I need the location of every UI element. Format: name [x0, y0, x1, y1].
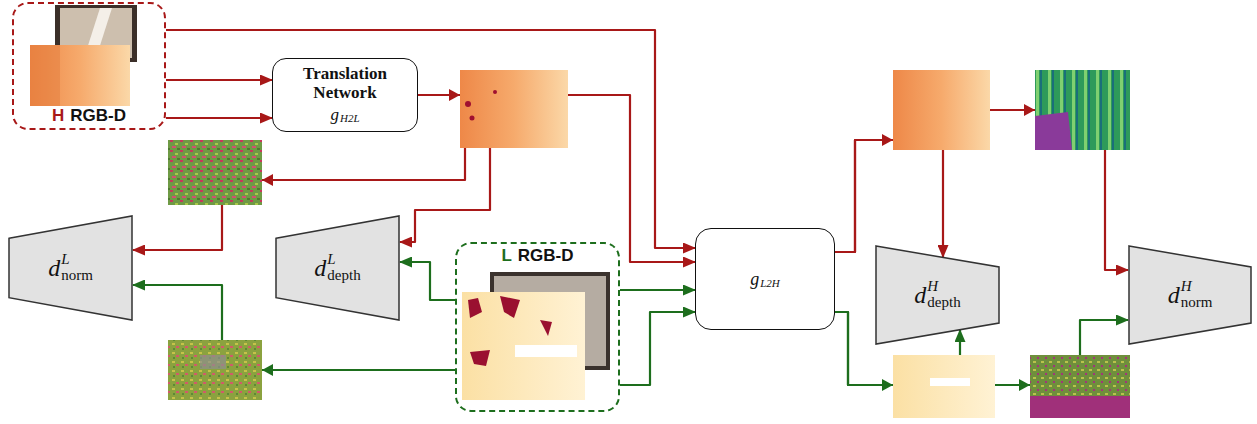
network-box: gL2H [695, 228, 835, 330]
symbol-base: g [750, 270, 759, 288]
trapezoid-content: dHnorm [1128, 245, 1252, 345]
math-symbol: dLdepth [314, 252, 360, 284]
output-depth-image [893, 70, 990, 150]
superscript: H [927, 279, 960, 295]
depth-hole [470, 116, 475, 121]
depth-map [30, 45, 130, 106]
symbol-base: g [330, 106, 339, 123]
network-box: Translation NetworkgH2L [272, 58, 418, 132]
trapezoid-content: dLdepth [275, 215, 400, 321]
normal-patch [200, 355, 226, 369]
subscript: L2H [760, 278, 780, 290]
dashed-group-box: H RGB-D [12, 2, 166, 130]
index-stack: Hdepth [927, 279, 960, 311]
trapezoid-content: dHdepth [875, 245, 1000, 345]
trapezoid-shape [276, 216, 399, 320]
subscript: H2L [340, 113, 360, 125]
depth-map [462, 292, 585, 400]
bottom-normal-image [1030, 355, 1130, 418]
normal-patch [1030, 396, 1130, 418]
bottom-depth-image [893, 355, 995, 418]
normal-map [1035, 70, 1130, 150]
superscript: L [61, 252, 93, 268]
arrow-head [1024, 104, 1035, 116]
depth-gap [930, 378, 970, 386]
arrow-head [882, 379, 893, 391]
depth-hole [470, 350, 490, 366]
h-depth-image [30, 45, 130, 106]
arrow-head [882, 134, 893, 146]
flow-arrow [400, 262, 455, 300]
symbol-base: d [48, 256, 60, 280]
depth-hole [465, 101, 471, 107]
subscript: depth [927, 295, 960, 311]
math-symbol: dHdepth [914, 279, 960, 311]
subscript: depth [327, 268, 360, 284]
flow-arrow [620, 312, 695, 385]
trapezoid-content: dLnorm [8, 215, 133, 321]
group-label: L RGB-D [457, 247, 618, 266]
superscript: H [1181, 279, 1213, 295]
box-content: Translation NetworkgH2L [273, 59, 417, 131]
arrow-head [1019, 379, 1030, 391]
depth-hole [540, 320, 552, 336]
l-normal-image [168, 340, 262, 400]
math-symbol: dLnorm [48, 252, 93, 284]
normal-map [168, 340, 262, 400]
depth-hole [500, 296, 520, 318]
group-name: RGB-D [70, 107, 126, 126]
depth-hole [493, 90, 497, 94]
box-content: gL2H [696, 229, 834, 329]
index-stack: Lnorm [61, 252, 93, 284]
trapezoid-shape [876, 246, 999, 344]
arrow-head [262, 364, 273, 376]
flow-arrow [166, 79, 272, 81]
translated-depth-image [460, 70, 568, 148]
math-symbol: dHnorm [1168, 279, 1213, 311]
normal-map [1030, 355, 1130, 418]
discriminator-trapezoid: dLdepth [275, 215, 400, 321]
network-name: Translation Network [286, 65, 404, 102]
depth-hole [468, 298, 482, 318]
math-symbol: gL2H [750, 268, 780, 290]
dashed-group-box: L RGB-D [455, 242, 620, 412]
symbol-base: d [1168, 283, 1180, 307]
subscript: norm [61, 268, 93, 284]
normal-map [168, 140, 262, 205]
discriminator-trapezoid: dLnorm [8, 215, 133, 321]
domain-letter: L [501, 247, 511, 266]
symbol-base: d [914, 283, 926, 307]
depth-gap [515, 345, 577, 357]
flow-arrow [166, 30, 695, 248]
depth-map [460, 70, 568, 148]
index-stack: L2H [760, 268, 780, 290]
subscript: norm [1181, 295, 1213, 311]
discriminator-trapezoid: dHnorm [1128, 245, 1252, 345]
index-stack: Ldepth [327, 252, 360, 284]
normal-patch [1035, 112, 1072, 150]
math-symbol: gH2L [330, 104, 359, 125]
symbol-base: d [314, 256, 326, 280]
index-stack: H2L [340, 104, 360, 125]
flow-arrow [620, 289, 695, 291]
index-stack: Hnorm [1181, 279, 1213, 311]
discriminator-trapezoid: dHdepth [875, 245, 1000, 345]
l-depth-image [462, 292, 585, 400]
trapezoid-shape [9, 216, 132, 320]
group-label: H RGB-D [14, 107, 164, 126]
arrow-head [449, 89, 460, 101]
flow-arrow [166, 117, 272, 119]
depth-shade [30, 45, 60, 106]
domain-letter: H [52, 107, 64, 126]
arrow-head [262, 174, 273, 186]
trapezoid-shape [1129, 246, 1251, 344]
group-name: RGB-D [518, 247, 574, 266]
superscript: L [327, 252, 360, 268]
flow-arrow [835, 140, 943, 257]
depth-map [893, 355, 995, 418]
output-normal-image [1035, 70, 1130, 150]
